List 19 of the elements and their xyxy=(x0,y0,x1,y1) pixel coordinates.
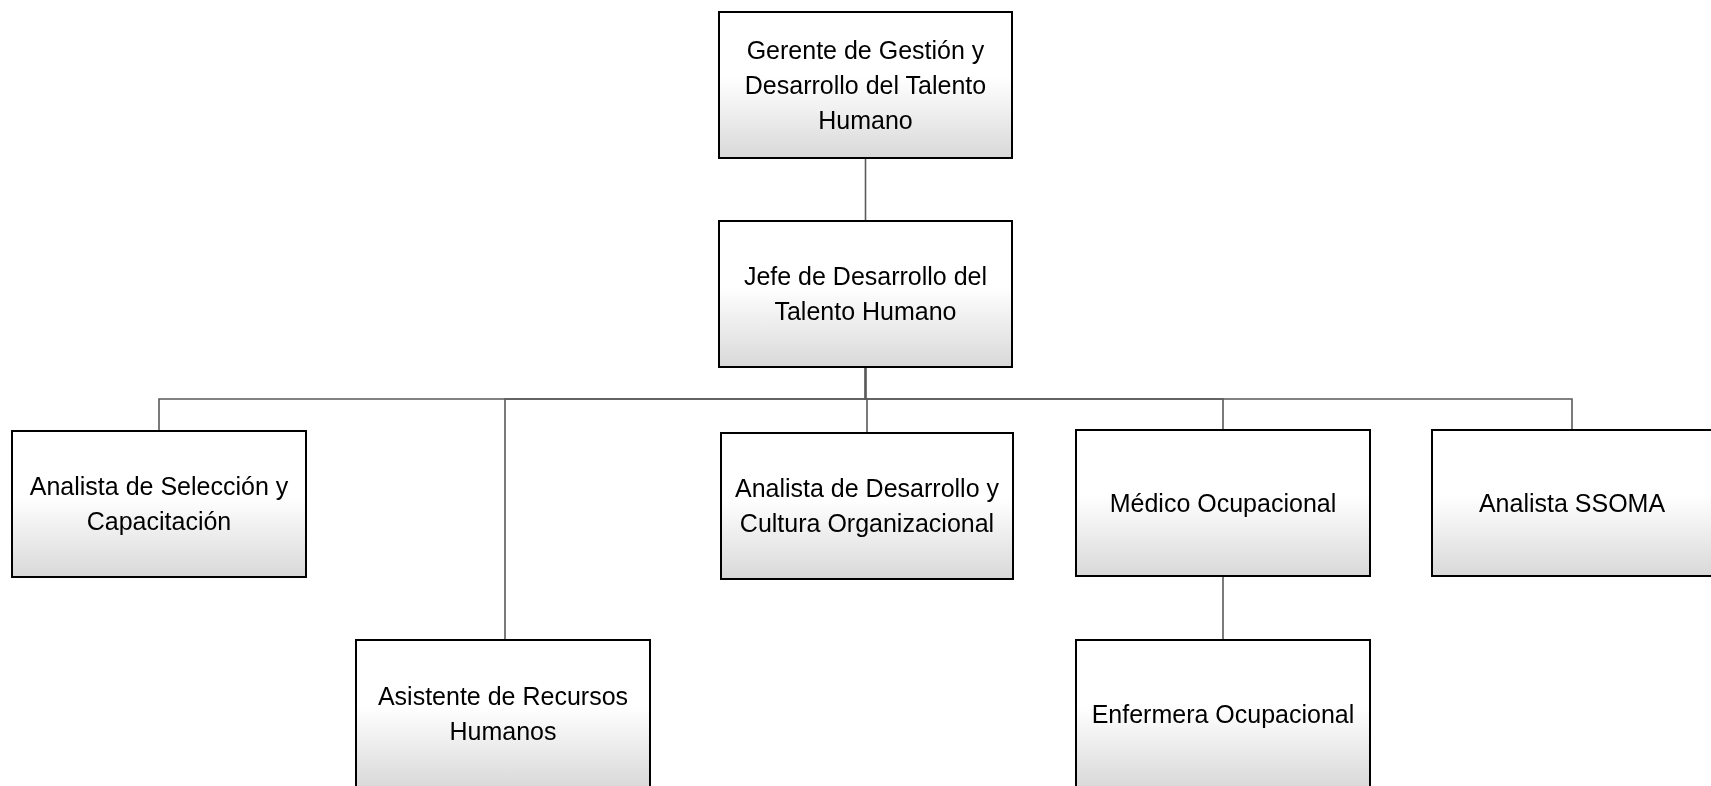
position-title: Asistente de Recursos Humanos xyxy=(376,681,630,747)
position-title: Enfermera Ocupacional xyxy=(1091,698,1355,730)
position-title: Médico Ocupacional xyxy=(1109,487,1337,519)
position-box xyxy=(355,639,651,786)
position-box xyxy=(718,11,1013,159)
position-box xyxy=(720,432,1014,580)
position-box xyxy=(1431,429,1711,577)
connector-line xyxy=(864,158,867,221)
position-title: Gerente de Gestión y Desarrollo del Talento Humano xyxy=(743,34,988,136)
position-box xyxy=(718,220,1013,368)
position-box xyxy=(1075,429,1371,577)
position-title: Analista SSOMA xyxy=(1478,487,1666,519)
position-box xyxy=(1075,639,1371,786)
connector-line xyxy=(1222,576,1224,640)
position-box xyxy=(11,430,307,578)
position-title: Analista de Desarrollo y Cultura Organizacional xyxy=(734,473,1000,539)
position-title: Analista de Selección y Capacitación xyxy=(28,471,290,537)
position-title: Jefe de Desarrollo del Talento Humano xyxy=(742,261,989,327)
connector-line xyxy=(864,367,1573,430)
